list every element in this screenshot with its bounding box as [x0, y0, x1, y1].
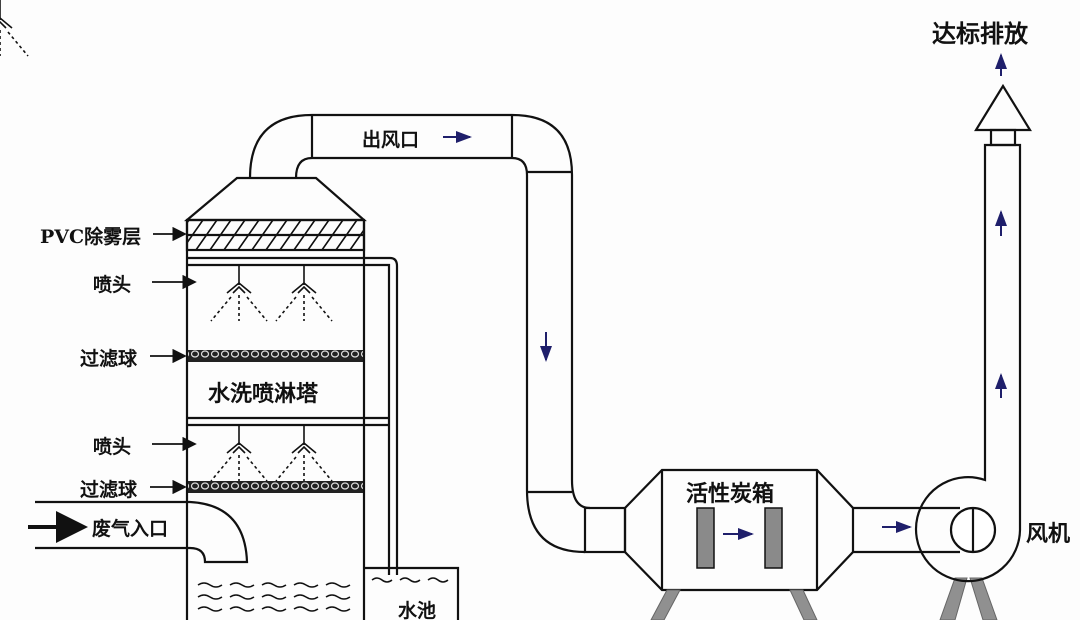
nozzles	[0, 0, 333, 482]
inlet-duct	[35, 500, 249, 564]
fan	[914, 143, 1022, 583]
nozzle-bottom-label: 喷头	[93, 436, 132, 458]
filter-top-label: 过滤球	[80, 348, 138, 370]
carbon-box-label: 活性炭箱	[686, 481, 775, 507]
legs	[650, 577, 998, 620]
filter-balls-top	[188, 350, 363, 362]
fan-label: 风机	[1026, 521, 1071, 547]
duct-outer	[248, 113, 591, 510]
nozzle-top-label: 喷头	[93, 274, 132, 296]
scrubber-tower	[183, 176, 399, 620]
filter-bottom-label: 过滤球	[80, 479, 138, 501]
water-waves	[197, 577, 449, 612]
stack-collar	[989, 128, 1017, 147]
filter-balls-bottom	[188, 481, 363, 493]
duct-inner	[294, 156, 586, 554]
tower-label: 水洗喷淋塔	[208, 381, 319, 407]
outlet-label: 出风口	[362, 129, 420, 151]
fan-inlet-duct	[853, 506, 960, 554]
carbon-box	[623, 468, 855, 592]
water-pool	[364, 566, 460, 620]
pvc-layer-label: PVC除雾层	[40, 226, 142, 248]
pointer-arrows	[150, 226, 197, 495]
pool-label: 水池	[398, 600, 437, 620]
inlet-label: 废气入口	[92, 518, 169, 540]
discharge-label: 达标排放	[932, 19, 1028, 48]
flow-arrows	[443, 53, 1007, 540]
stack-cap	[974, 83, 1032, 132]
